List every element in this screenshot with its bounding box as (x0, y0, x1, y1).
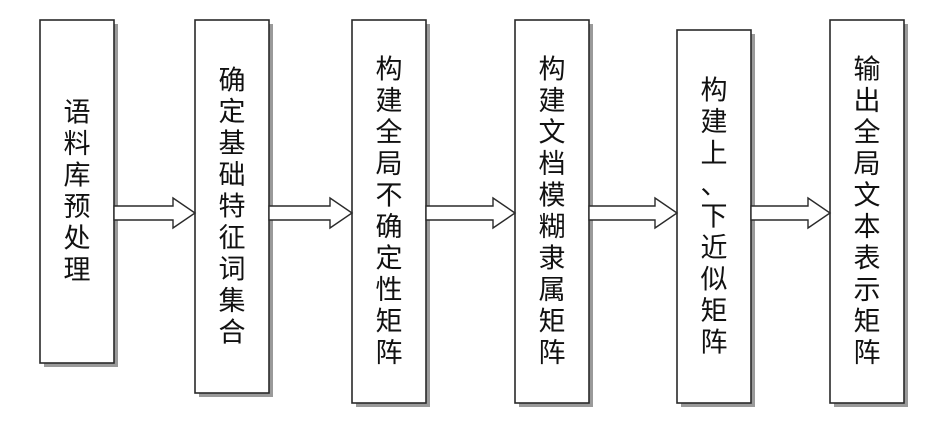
flow-arrow (426, 198, 515, 228)
flow-arrow (751, 198, 830, 228)
flow-arrow (114, 198, 195, 228)
step-label: 确定基础特征词集合 (219, 65, 246, 348)
flow-arrow (589, 198, 677, 228)
step-label: 构建文档模糊隶属矩阵 (539, 55, 566, 370)
step-label: 构建全局不确定性矩阵 (376, 55, 403, 370)
step-label: 构建上、下近似矩阵 (701, 75, 728, 358)
step-label: 输出全局文本表示矩阵 (854, 55, 881, 370)
step-label: 语料库预处理 (64, 98, 91, 287)
flow-arrow (269, 198, 352, 228)
